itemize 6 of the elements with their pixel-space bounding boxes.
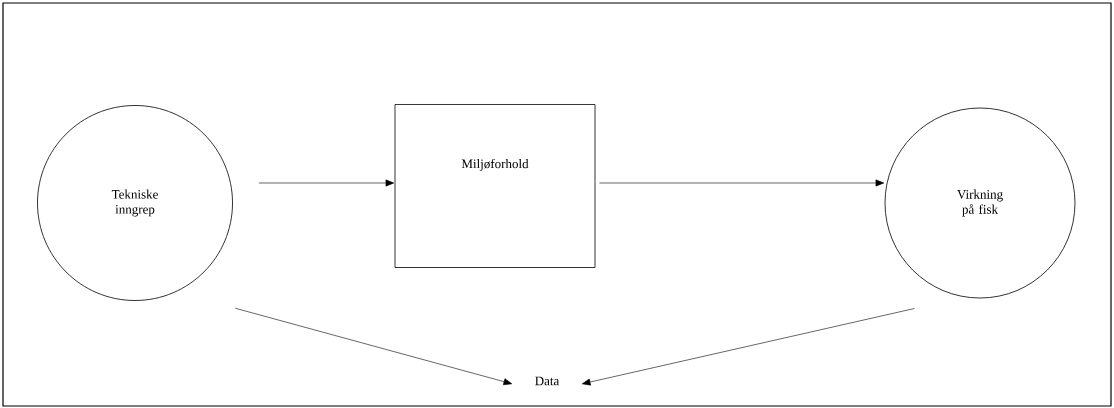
arrow	[258, 179, 395, 187]
arrow	[599, 179, 885, 187]
arrow	[234, 307, 513, 386]
arrow	[582, 308, 915, 386]
output-label: Data	[535, 376, 560, 386]
process-box: Miljøforhold	[394, 104, 596, 268]
